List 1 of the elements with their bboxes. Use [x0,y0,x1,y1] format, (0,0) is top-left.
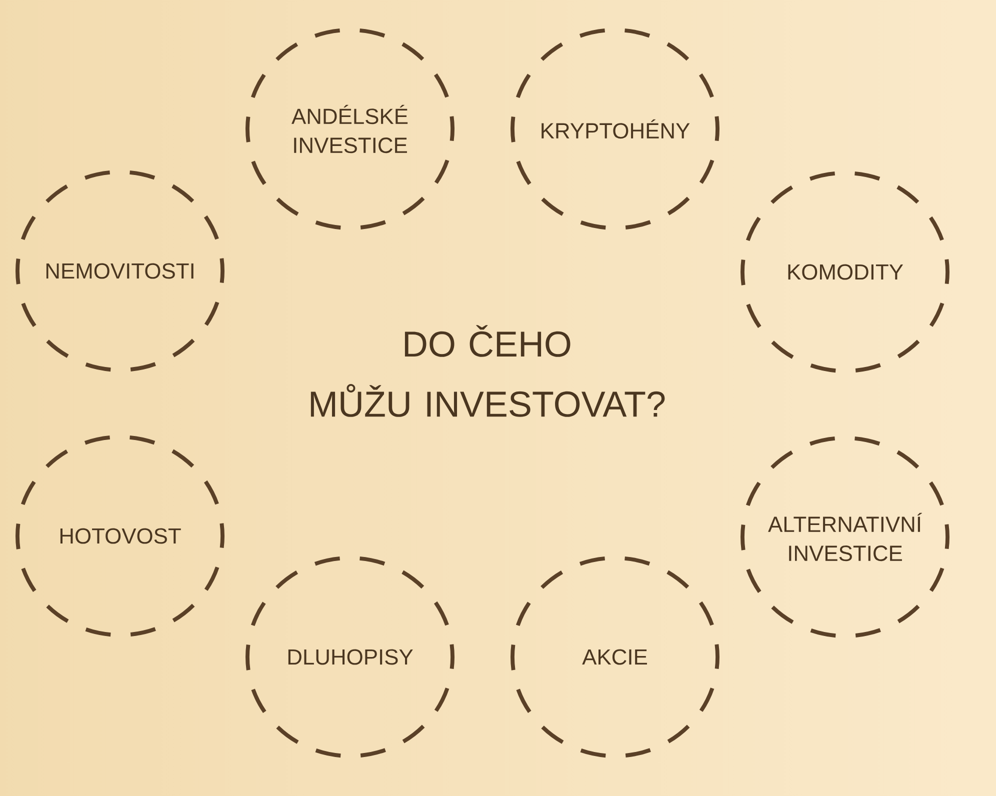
title: DO ČEHO MŮŽU INVESTOVAT? [310,325,665,417]
